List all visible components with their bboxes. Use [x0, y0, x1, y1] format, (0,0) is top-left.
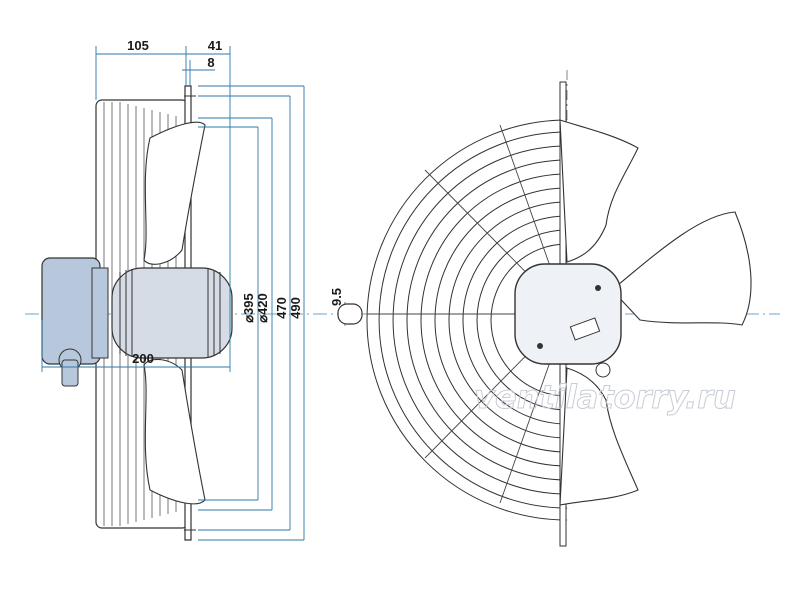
dim-420: 420 [255, 293, 270, 315]
blade-upper-front [559, 119, 639, 263]
dim-9-5: 9.5 [329, 288, 344, 306]
dim-200: 200 [132, 351, 154, 366]
blade-lower-side [143, 358, 206, 505]
terminal-box [41, 257, 101, 365]
blade-upper-side [143, 121, 206, 265]
motor-label-plate [569, 317, 601, 341]
front-view [337, 81, 752, 547]
watermark: ventilatorry.ru [474, 378, 736, 416]
dim-420-label: ⌀420 [255, 293, 270, 323]
svg-text:⌀420: ⌀420 [255, 293, 270, 323]
svg-text:⌀395: ⌀395 [241, 293, 256, 323]
dim-490: 490 [288, 297, 303, 319]
motor-body [111, 267, 233, 359]
dim-105: 105 [127, 38, 149, 53]
dimension-lines-side [41, 46, 346, 541]
dim-395-label: ⌀395 [241, 293, 256, 323]
diameter-symbol-420: ⌀ [255, 315, 270, 323]
dim-470: 470 [274, 297, 289, 319]
blade-right-front [611, 211, 752, 326]
side-view [41, 85, 233, 541]
dim-41: 41 [208, 38, 222, 53]
dim-395: 395 [241, 293, 256, 315]
dim-8: 8 [207, 55, 214, 70]
motor-cable-gland [595, 362, 611, 378]
blade-lower-front [559, 367, 639, 506]
motor-fins [119, 269, 221, 357]
guard-rings [366, 119, 568, 521]
mounting-slot [337, 303, 363, 325]
diameter-symbol-395: ⌀ [241, 315, 256, 323]
motor-front [514, 263, 622, 365]
